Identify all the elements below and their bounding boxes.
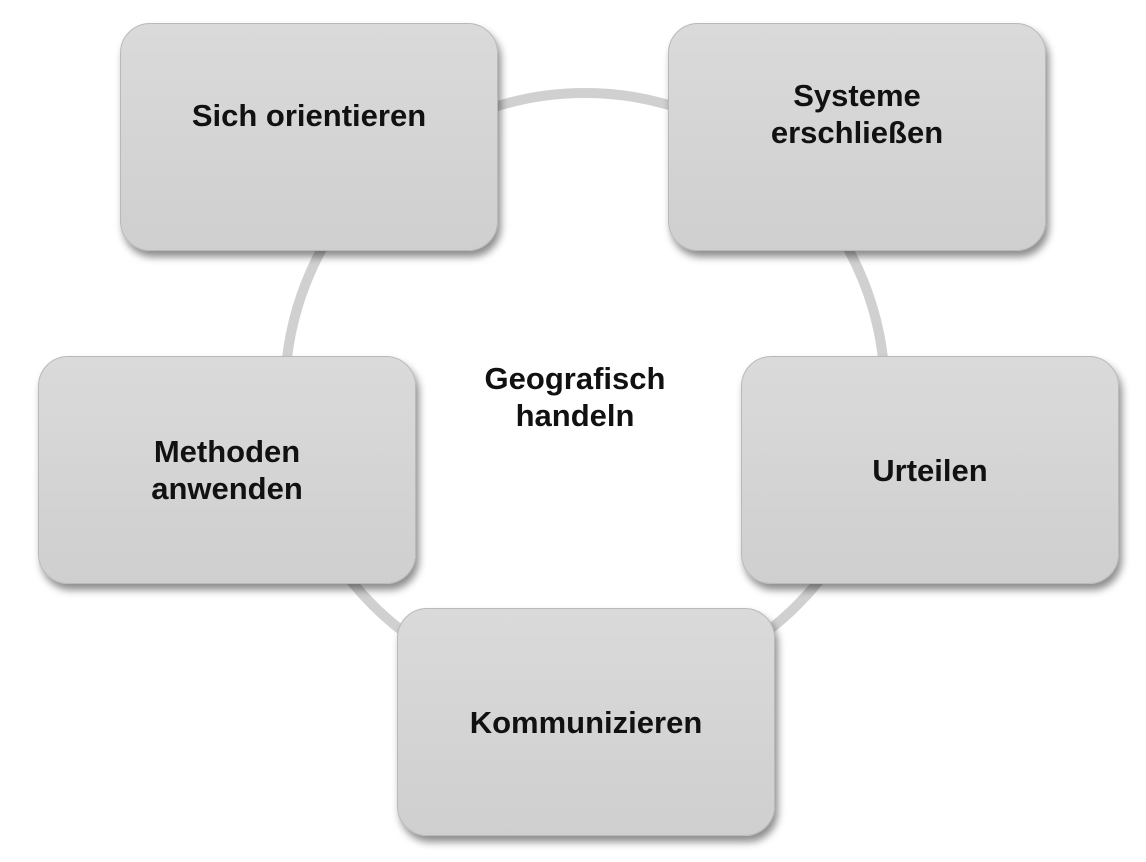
node-label: Urteilen	[872, 452, 988, 488]
node-systeme-erschliessen: Systeme erschließen	[668, 23, 1046, 251]
node-methoden-anwenden: Methoden anwenden	[38, 356, 416, 584]
node-kommunizieren: Kommunizieren	[397, 608, 775, 836]
node-urteilen: Urteilen	[741, 356, 1119, 584]
node-label: Methoden anwenden	[151, 434, 303, 506]
node-label: Sich orientieren	[191, 97, 427, 133]
node-sich-orientieren: Sich orientieren	[120, 23, 498, 251]
node-label: Kommunizieren	[469, 704, 703, 740]
center-label: Geografisch handeln	[484, 361, 666, 433]
node-label: Systeme erschließen	[770, 78, 944, 150]
